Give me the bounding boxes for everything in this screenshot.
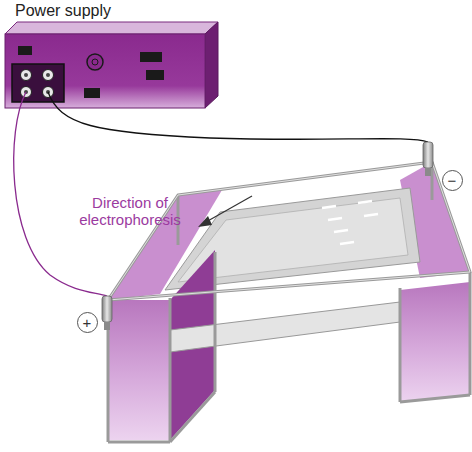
wells (322, 201, 378, 244)
switch (84, 88, 100, 98)
power-supply (5, 22, 218, 108)
platform-front (170, 302, 400, 352)
buffer-chamber (400, 282, 470, 402)
polarity-sign: − (448, 173, 457, 188)
supply-side (205, 22, 218, 108)
terminal-panel (12, 64, 64, 102)
display (146, 70, 164, 80)
polarity-symbol: + (77, 312, 98, 333)
display (140, 52, 162, 62)
indicator (18, 46, 32, 55)
power-supply-box: Power supply (5, 34, 205, 108)
positive-electrode (102, 296, 112, 330)
supply-top (5, 22, 218, 34)
negative-electrode (423, 142, 433, 176)
dial (87, 54, 103, 70)
dial (92, 59, 98, 65)
device-heading: Power supply (15, 2, 111, 20)
terminal-holes (24, 73, 50, 94)
polarity-sign: + (83, 315, 92, 330)
polarity-symbol: − (442, 170, 463, 191)
supply-front (5, 34, 205, 108)
frame-highlight (108, 162, 470, 300)
negative-wire (48, 92, 428, 142)
direction-label: Direction of electrophoresis (68, 194, 192, 228)
direction-arrow (198, 196, 252, 227)
buffer-chamber (108, 300, 170, 440)
